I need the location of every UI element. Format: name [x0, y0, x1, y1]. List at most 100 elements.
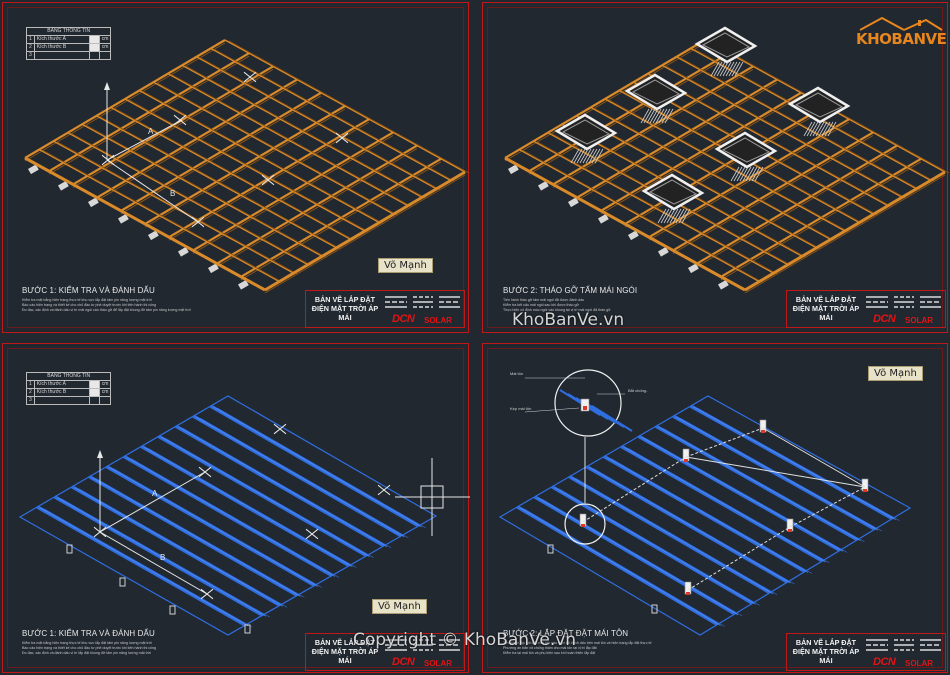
- roof-rib: [585, 465, 789, 584]
- detail-roof-rib: [591, 405, 633, 432]
- tile-row-shadow: [144, 108, 346, 228]
- roof-rib: [672, 414, 876, 531]
- roof-rib-edge: [628, 448, 830, 564]
- roof-rib-edge: [148, 448, 357, 568]
- stacked-tile-hatch: [803, 121, 813, 137]
- roof-rib-edge: [558, 488, 760, 606]
- roof-rib: [603, 454, 806, 574]
- dimension-b-label: B: [160, 553, 165, 562]
- opening-inner-edge: [701, 32, 751, 58]
- tile-course: [661, 64, 903, 198]
- purlin-end: [568, 197, 579, 208]
- roof-rib-highlight: [676, 416, 879, 531]
- mark-cross: [305, 528, 319, 540]
- roof-rib-edge: [78, 488, 288, 608]
- tile-course-shadow: [185, 65, 427, 199]
- roof-rib: [123, 454, 333, 578]
- cad-cursor-box: [420, 485, 444, 509]
- stacked-tile-hatch: [573, 148, 583, 164]
- tile-course: [67, 132, 309, 266]
- purlin-support: [651, 604, 658, 614]
- step-title-p2: BƯỚC 2: THÁO GỠ TẤM MÁI NGÓI: [503, 286, 638, 295]
- dcn-logo-suffix: SOLAR: [424, 316, 452, 325]
- dcn-logo-suffix: SOLAR: [424, 659, 452, 668]
- roof-rib-highlight: [572, 477, 774, 594]
- purlin-support: [66, 544, 73, 554]
- stacked-tile-hatch: [818, 121, 828, 137]
- title-block-hatch: [385, 296, 460, 308]
- dimension-a-label: A: [148, 127, 154, 136]
- roof-edge: [744, 170, 946, 292]
- dimension-a-label: A: [152, 489, 158, 498]
- dcn-logo: DCN: [392, 313, 415, 325]
- stacked-tile-hatch: [824, 121, 834, 137]
- tile-course-shadow: [665, 65, 907, 199]
- step-note: Kiểm tra mặt bằng hiện trạng thực tế khu…: [22, 641, 152, 645]
- roof-rib-highlight: [624, 447, 826, 563]
- tile-course-shadow: [680, 57, 921, 191]
- tile-row-shadow: [72, 68, 274, 188]
- step-note: Đo đạc, xác định và đánh dấu vị trí lắp …: [22, 651, 151, 655]
- tile-course-shadow: [171, 74, 413, 208]
- purlin-end: [628, 230, 639, 241]
- tile-course-shadow: [228, 40, 470, 174]
- stacked-tile-hatch: [579, 148, 589, 164]
- panel-3-inner-frame: [7, 348, 464, 668]
- mark-cross: [198, 466, 212, 478]
- roof-edge: [24, 156, 266, 292]
- tile-course-shadow: [523, 150, 764, 283]
- stacked-tile-hatch: [666, 208, 676, 224]
- tile-course: [110, 106, 352, 240]
- stacked-tile-hatch: [733, 166, 743, 182]
- tile-course: [518, 149, 760, 283]
- roof-rib: [568, 475, 771, 595]
- stacked-tile-hatch: [594, 148, 604, 164]
- removed-tile-opening: [714, 131, 778, 169]
- tile-course: [81, 123, 323, 257]
- callout-screw-label: Bắt chống..: [628, 388, 649, 393]
- dimension-a: [99, 471, 206, 533]
- roof-rib-highlight: [658, 426, 861, 542]
- roof-rib-highlight: [74, 487, 284, 607]
- roof-rib-edge: [576, 478, 778, 595]
- roof-rib-highlight: [92, 477, 301, 597]
- stacked-tile-hatch: [655, 108, 665, 124]
- mark-cross: [377, 484, 391, 496]
- step-note: Tiến hành tháo gỡ tấm mái ngói đã được đ…: [503, 298, 585, 302]
- roof-rib-highlight: [554, 487, 756, 605]
- step-title-p1: BƯỚC 1: KIỂM TRA VÀ ĐÁNH DẤU: [22, 286, 155, 295]
- roof-rib-edge: [200, 417, 409, 539]
- tile-course-shadow: [85, 124, 327, 258]
- title-block-p4: BẢN VẼ LẮP ĐẶT ĐIỆN MẶT TRỜI ÁP MÁI DCN …: [786, 633, 946, 671]
- tile-course: [647, 73, 889, 207]
- opening-inner-edge: [794, 92, 844, 118]
- roof-rib-highlight: [606, 457, 809, 573]
- stacked-tile-hatch: [663, 208, 673, 224]
- panel-1-frame: [2, 2, 469, 333]
- stacked-tile-hatch: [678, 208, 688, 224]
- rail-line: [789, 486, 866, 528]
- stacked-tile-hatch: [736, 166, 746, 182]
- dcn-logo-suffix: SOLAR: [905, 316, 933, 325]
- house-logo-icon: [859, 16, 943, 31]
- roof-rib: [53, 495, 264, 617]
- purlin-support: [169, 605, 176, 615]
- purlin-end: [718, 279, 729, 290]
- stacked-tile-hatch: [675, 208, 685, 224]
- title-block-title: BẢN VẼ LẮP ĐẶT ĐIỆN MẶT TRỜI ÁP MÁI: [792, 295, 860, 322]
- tile-row-shadow: [696, 148, 898, 268]
- tile-course-shadow: [580, 116, 821, 250]
- removed-tile-opening: [554, 113, 618, 151]
- axis-arrowhead: [104, 82, 110, 90]
- roof-rib-edge: [697, 407, 900, 521]
- roof-rib-edge: [113, 468, 322, 588]
- clamp-bolt: [686, 592, 690, 595]
- roof-rib: [637, 434, 841, 552]
- brand-name: KHOBANVE: [856, 30, 947, 48]
- info-row-unit: [98, 51, 112, 60]
- stacked-tile-hatch: [815, 121, 825, 137]
- title-block-title: BẢN VẼ LẮP ĐẶT ĐIỆN MẶT TRỜI ÁP MÁI: [311, 295, 379, 322]
- roof-edge: [504, 156, 746, 292]
